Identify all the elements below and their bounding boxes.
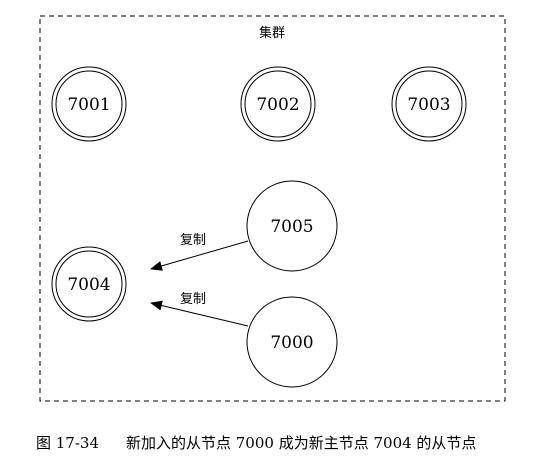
node-7002: 7002 (240, 66, 316, 142)
cluster-label: 集群 (259, 25, 285, 41)
edge-7000-to-7004 (150, 300, 249, 327)
node-7001: 7001 (51, 66, 127, 142)
node-7004: 7004 (51, 246, 127, 322)
figure-number: 图 17-34 (36, 434, 100, 452)
node-7003-label: 7003 (407, 95, 450, 115)
node-7001-label: 7001 (67, 95, 110, 115)
node-7005-label: 7005 (270, 217, 313, 237)
node-7005: 7005 (246, 180, 338, 272)
node-7000-label: 7000 (270, 333, 313, 353)
edge-7000-label: 复制 (180, 292, 206, 307)
cluster-boundary (39, 15, 506, 402)
edge-7005-label: 复制 (180, 233, 206, 248)
node-7004-label: 7004 (67, 275, 110, 295)
figure-caption-text: 新加入的从节点 7000 成为新主节点 7004 的从节点 (126, 434, 477, 452)
node-7000: 7000 (246, 296, 338, 388)
node-7003: 7003 (391, 66, 467, 142)
figure-caption: 图 17-34 新加入的从节点 7000 成为新主节点 7004 的从节点 (0, 432, 547, 458)
node-7002-label: 7002 (256, 95, 299, 115)
edge-7005-to-7004 (150, 240, 249, 271)
